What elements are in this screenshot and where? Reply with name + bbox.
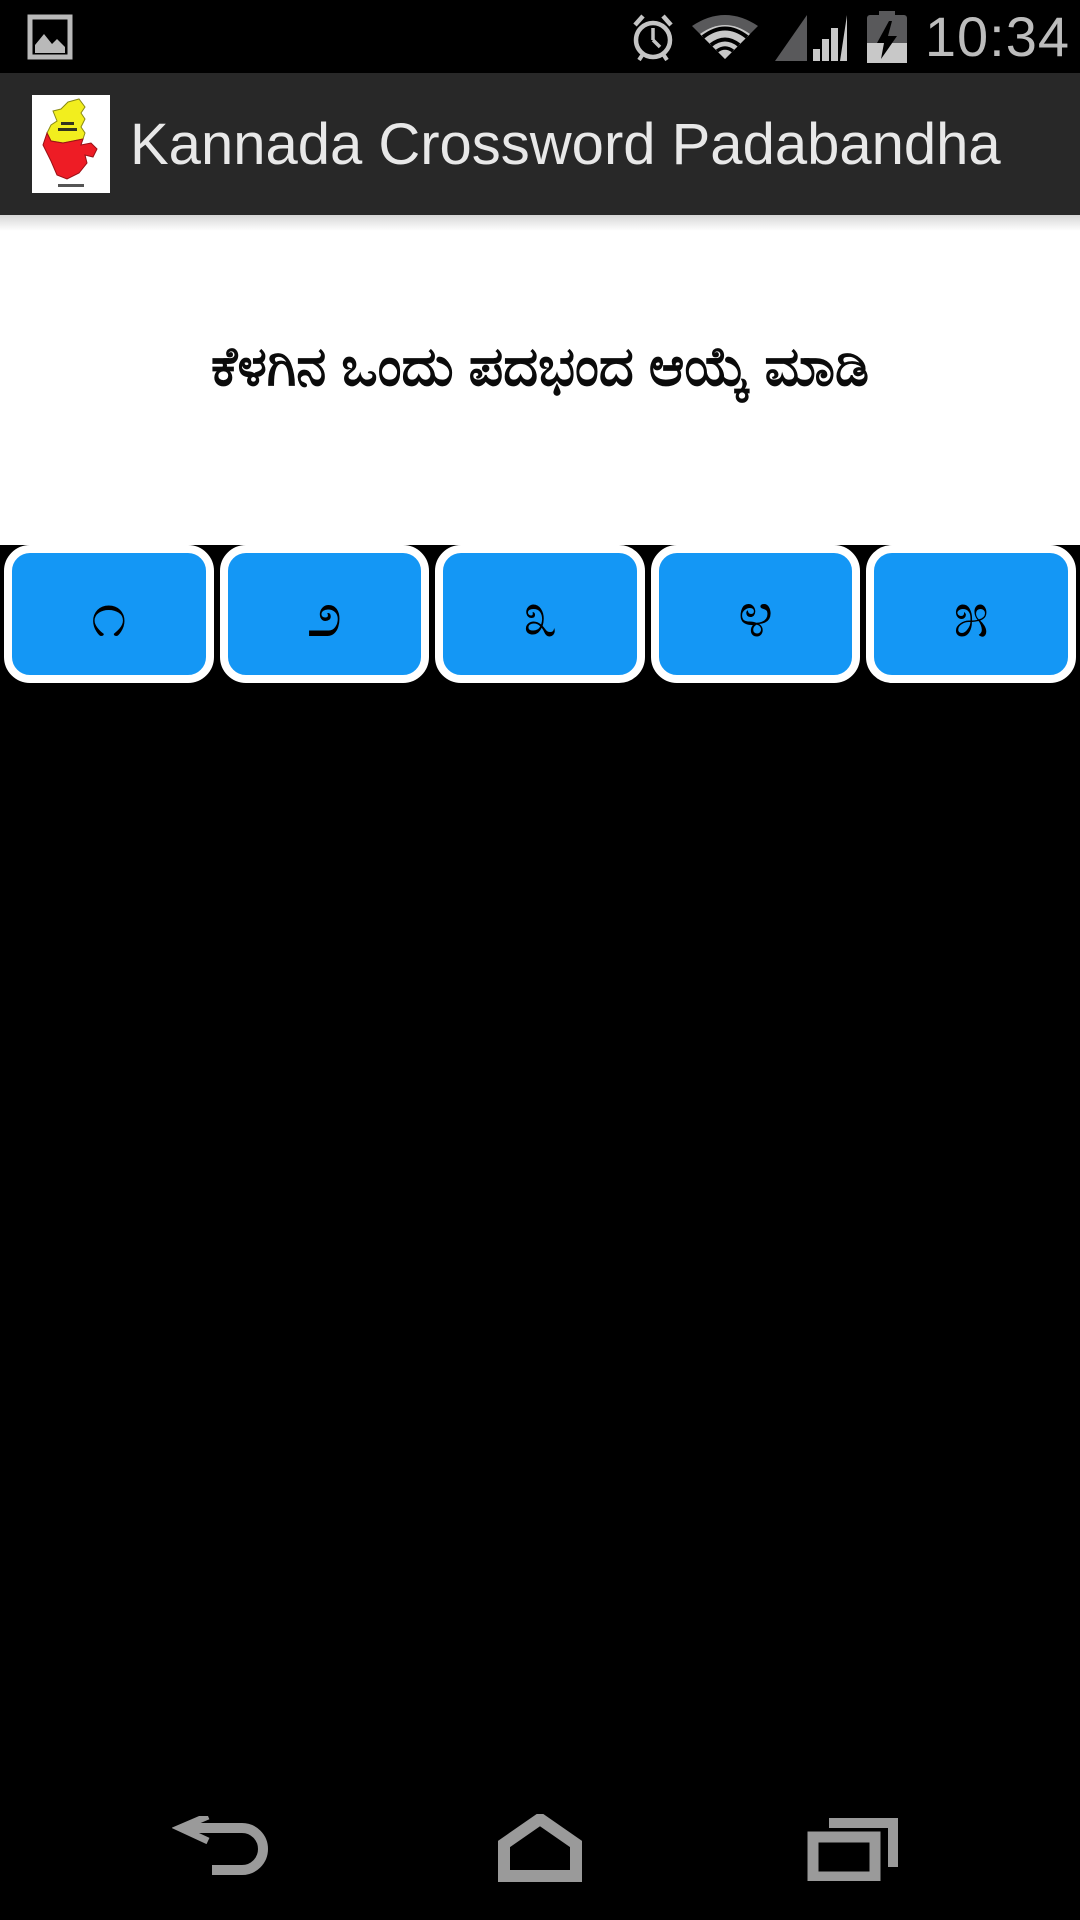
title-bar: Kannada Crossword Padabandha xyxy=(0,73,1080,215)
puzzle-button-row: ೧ ೨ ೩ ೪ ೫ xyxy=(0,545,1080,685)
signal-strength-icon xyxy=(773,13,849,61)
home-icon xyxy=(494,1814,586,1882)
navigation-bar xyxy=(0,1776,1080,1920)
content-panel: ಕೆಳಗಿನ ಒಂದು ಪದಭಂದ ಆಯ್ಕೆ ಮಾಡಿ xyxy=(0,215,1080,545)
alarm-icon xyxy=(629,11,677,63)
recents-button[interactable] xyxy=(796,1808,908,1888)
back-icon xyxy=(172,1816,284,1880)
home-button[interactable] xyxy=(484,1808,596,1888)
screenshot-notification-icon xyxy=(26,13,74,61)
battery-charging-icon xyxy=(861,9,913,65)
status-clock: 10:34 xyxy=(924,5,1070,68)
recents-icon xyxy=(805,1815,899,1881)
karnataka-map-app-icon xyxy=(32,95,110,193)
status-bar: 10:34 xyxy=(0,0,1080,73)
puzzle-button-3[interactable]: ೩ xyxy=(435,545,645,683)
wifi-icon xyxy=(689,13,761,61)
status-bar-left xyxy=(0,13,74,61)
instruction-text: ಕೆಳಗಿನ ಒಂದು ಪದಭಂದ ಆಯ್ಕೆ ಮಾಡಿ xyxy=(210,336,869,397)
puzzle-button-2[interactable]: ೨ xyxy=(219,545,430,683)
puzzle-button-4[interactable]: ೪ xyxy=(650,545,861,683)
puzzle-button-1[interactable]: ೧ xyxy=(4,545,214,683)
back-button[interactable] xyxy=(172,1808,284,1888)
status-bar-right: 10:34 xyxy=(629,0,1080,73)
app-title: Kannada Crossword Padabandha xyxy=(130,111,1001,177)
puzzle-button-5[interactable]: ೫ xyxy=(866,545,1076,683)
